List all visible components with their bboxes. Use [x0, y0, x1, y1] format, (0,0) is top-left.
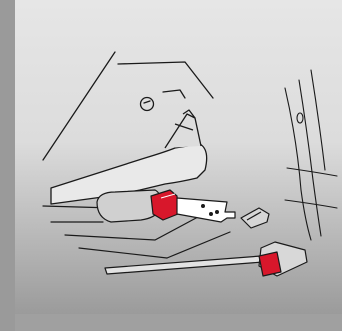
isofix-latch-connector-icon: [151, 190, 178, 220]
bottom-border: [15, 314, 342, 331]
latch-housing: [97, 190, 161, 222]
left-border: [0, 0, 15, 331]
car-seat-illustration: [15, 0, 342, 314]
